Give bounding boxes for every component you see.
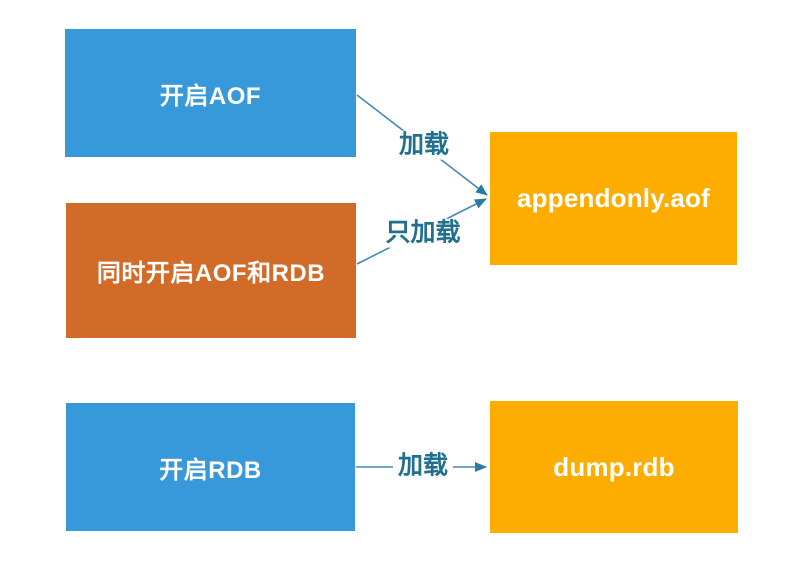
edge-label-load-aof: 加载 bbox=[393, 130, 455, 160]
node-appendonly-aof-file: appendonly.aof bbox=[490, 132, 737, 265]
node-enable-aof-label: 开启AOF bbox=[159, 82, 262, 110]
node-dump-rdb-file: dump.rdb bbox=[490, 401, 738, 533]
node-dump-rdb-label: dump.rdb bbox=[553, 451, 675, 482]
edge-label-only-load: 只加载 bbox=[380, 218, 466, 248]
edge-label-load-rdb: 加载 bbox=[392, 451, 454, 481]
node-enable-rdb-label: 开启RDB bbox=[159, 456, 262, 484]
node-enable-rdb: 开启RDB bbox=[66, 403, 355, 531]
node-enable-aof: 开启AOF bbox=[65, 29, 356, 157]
node-enable-aof-and-rdb-label: 同时开启AOF和RDB bbox=[96, 260, 326, 287]
node-appendonly-aof-label: appendonly.aof bbox=[517, 183, 710, 213]
node-enable-aof-and-rdb: 同时开启AOF和RDB bbox=[66, 203, 356, 338]
